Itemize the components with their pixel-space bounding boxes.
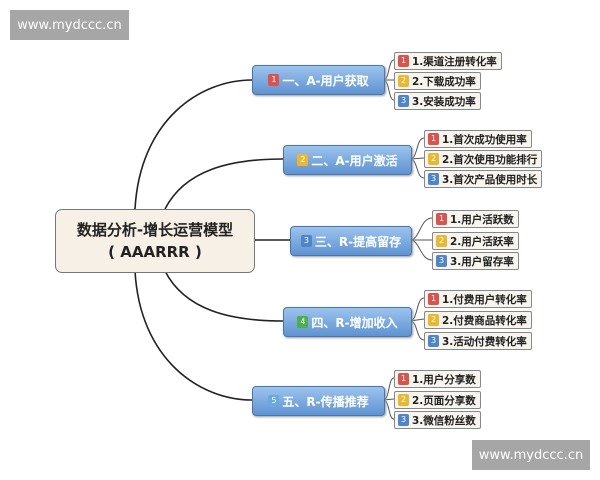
priority-3-icon: 3 [428,335,439,347]
branch-label: 二、A-用户激活 [311,153,398,168]
leaf-label: 1.用户分享数 [412,373,476,386]
leaf-label: 1.用户活跃数 [450,213,514,226]
central-subtitle: ( AAARRR ) [108,243,202,261]
priority-1-icon: 1 [436,213,447,225]
leaf-label: 2.下载成功率 [412,75,476,88]
priority-2-icon: 2 [297,154,309,166]
priority-5-icon: 5 [268,395,280,407]
watermark-top: www.mydccc.cn [10,10,129,40]
priority-1-icon: 1 [268,74,280,86]
branch-label: 五、R-传播推荐 [282,394,369,409]
leaf-label: 2.首次使用功能排行 [442,153,538,166]
branch-label: 四、R-增加收入 [311,315,398,330]
central-title: 数据分析-增长运营模型 [76,221,234,239]
priority-3-icon: 3 [300,235,312,247]
leaf-label: 3.安装成功率 [412,95,476,108]
leaf-label: 2.付费商品转化率 [442,314,527,327]
priority-1-icon: 1 [428,133,439,145]
leaf-label: 2.用户活跃率 [450,235,514,248]
leaf-label: 3.用户留存率 [450,255,514,268]
leaf-label: 1.首次成功使用率 [442,133,527,146]
priority-4-icon: 4 [297,316,309,328]
priority-3-icon: 3 [428,173,439,185]
priority-2-icon: 2 [428,153,439,165]
priority-2-icon: 2 [428,314,439,326]
priority-1-icon: 1 [428,293,439,305]
leaf-label: 2.页面分享数 [412,394,476,407]
priority-2-icon: 2 [398,394,409,406]
priority-1-icon: 1 [398,373,409,385]
priority-1-icon: 1 [398,55,409,67]
priority-3-icon: 3 [436,255,447,267]
priority-2-icon: 2 [436,235,447,247]
priority-3-icon: 3 [398,414,409,426]
leaf-label: 3.首次产品使用时长 [442,173,538,186]
branch-label: 一、A-用户获取 [282,73,369,88]
watermark-bottom: www.mydccc.cn [472,440,590,470]
leaf-label: 1.渠道注册转化率 [412,55,497,68]
leaf-label: 1.付费用户转化率 [442,293,527,306]
leaf-label: 3.活动付费转化率 [442,335,527,348]
priority-3-icon: 3 [398,95,409,107]
priority-2-icon: 2 [398,75,409,87]
central-node[interactable]: 数据分析-增长运营模型 ( AAARRR ) [55,209,255,273]
leaf-label: 3.微信粉丝数 [412,414,476,427]
branch-label: 三、R-提高留存 [314,234,402,249]
